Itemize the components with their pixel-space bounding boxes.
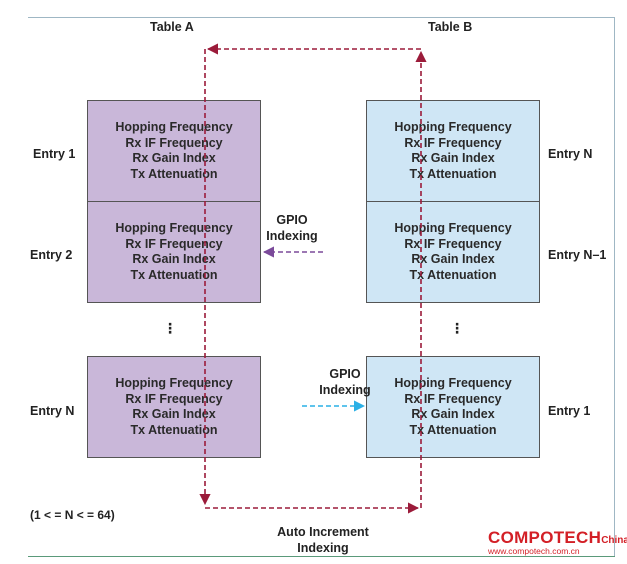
cell-field-rx-if-frequency: Rx IF Frequency — [125, 391, 223, 406]
frame-right-line — [614, 17, 615, 557]
cell-field-hopping-frequency: Hopping Frequency — [394, 120, 512, 134]
cell-field-hopping-frequency: Hopping Frequency — [115, 376, 233, 390]
gpio-label-line-2: Indexing — [266, 229, 318, 243]
cell-field-rx-gain-index: Rx Gain Index — [132, 407, 216, 421]
cell-field-tx-attenuation: Tx Attenuation — [130, 166, 218, 181]
gpio-label-line-1: GPIO — [329, 367, 361, 381]
frame-top-line — [28, 17, 615, 18]
gpio-label-line-1: GPIO — [276, 213, 308, 227]
compotech-logo: COMPOTECHChina www.compotech.com.cn — [488, 528, 627, 556]
gpio-label-line-2: Indexing — [319, 383, 371, 397]
gpio-indexing-label-a: GPIO Indexing — [262, 212, 322, 244]
table-b-entry-label-1: Entry 1 — [548, 404, 591, 418]
cell-field-hopping-frequency: Hopping Frequency — [394, 376, 512, 390]
auto-increment-indexing-label: Auto Increment Indexing — [258, 524, 388, 556]
table-b-entry-n-cell: Hopping Frequency Rx IF Frequency Rx Gai… — [366, 100, 540, 202]
logo-url: www.compotech.com.cn — [488, 546, 580, 556]
range-note: (1 < = N < = 64) — [30, 508, 115, 522]
cell-field-tx-attenuation: Tx Attenuation — [409, 166, 497, 181]
table-a-entry-label-n: Entry N — [30, 404, 75, 418]
table-b-entry-label-n-minus-1: Entry N–1 — [548, 248, 607, 262]
gpio-indexing-label-b: GPIO Indexing — [300, 366, 390, 398]
table-b-entry-label-n: Entry N — [548, 147, 593, 161]
table-a-ellipsis: ⋮ — [163, 320, 177, 336]
table-b-ellipsis: ⋮ — [450, 320, 464, 336]
table-a-entry-1-cell: Hopping Frequency Rx IF Frequency Rx Gai… — [87, 100, 261, 202]
cell-field-hopping-frequency: Hopping Frequency — [115, 221, 233, 235]
auto-increment-line-1: Auto Increment — [277, 525, 369, 539]
table-a-entry-label-2: Entry 2 — [30, 248, 73, 262]
frame-bottom-line — [28, 556, 615, 557]
table-b-entry-1-cell: Hopping Frequency Rx IF Frequency Rx Gai… — [366, 356, 540, 458]
cell-field-tx-attenuation: Tx Attenuation — [130, 422, 218, 437]
cell-field-hopping-frequency: Hopping Frequency — [394, 221, 512, 235]
cell-field-hopping-frequency: Hopping Frequency — [115, 120, 233, 134]
logo-brand: COMPOTECH — [488, 528, 602, 547]
auto-increment-line-2: Indexing — [297, 541, 349, 555]
cell-field-rx-if-frequency: Rx IF Frequency — [125, 135, 223, 150]
cell-field-rx-gain-index: Rx Gain Index — [411, 252, 495, 266]
cell-field-rx-if-frequency: Rx IF Frequency — [125, 236, 223, 251]
table-a-entry-n-cell: Hopping Frequency Rx IF Frequency Rx Gai… — [87, 356, 261, 458]
table-a-entry-label-1: Entry 1 — [33, 147, 76, 161]
cell-field-rx-if-frequency: Rx IF Frequency — [404, 391, 502, 406]
table-a-entry-2-cell: Hopping Frequency Rx IF Frequency Rx Gai… — [87, 201, 261, 303]
cell-field-rx-gain-index: Rx Gain Index — [132, 151, 216, 165]
cell-field-rx-gain-index: Rx Gain Index — [411, 151, 495, 165]
table-b-entry-n-minus-1-cell: Hopping Frequency Rx IF Frequency Rx Gai… — [366, 201, 540, 303]
cell-field-rx-gain-index: Rx Gain Index — [132, 252, 216, 266]
cell-field-tx-attenuation: Tx Attenuation — [130, 267, 218, 282]
logo-region: China — [601, 535, 627, 546]
cell-field-tx-attenuation: Tx Attenuation — [409, 422, 497, 437]
cell-field-rx-gain-index: Rx Gain Index — [411, 407, 495, 421]
cell-field-tx-attenuation: Tx Attenuation — [409, 267, 497, 282]
table-b-title: Table B — [428, 20, 473, 34]
table-a-title: Table A — [150, 20, 194, 34]
cell-field-rx-if-frequency: Rx IF Frequency — [404, 135, 502, 150]
cell-field-rx-if-frequency: Rx IF Frequency — [404, 236, 502, 251]
